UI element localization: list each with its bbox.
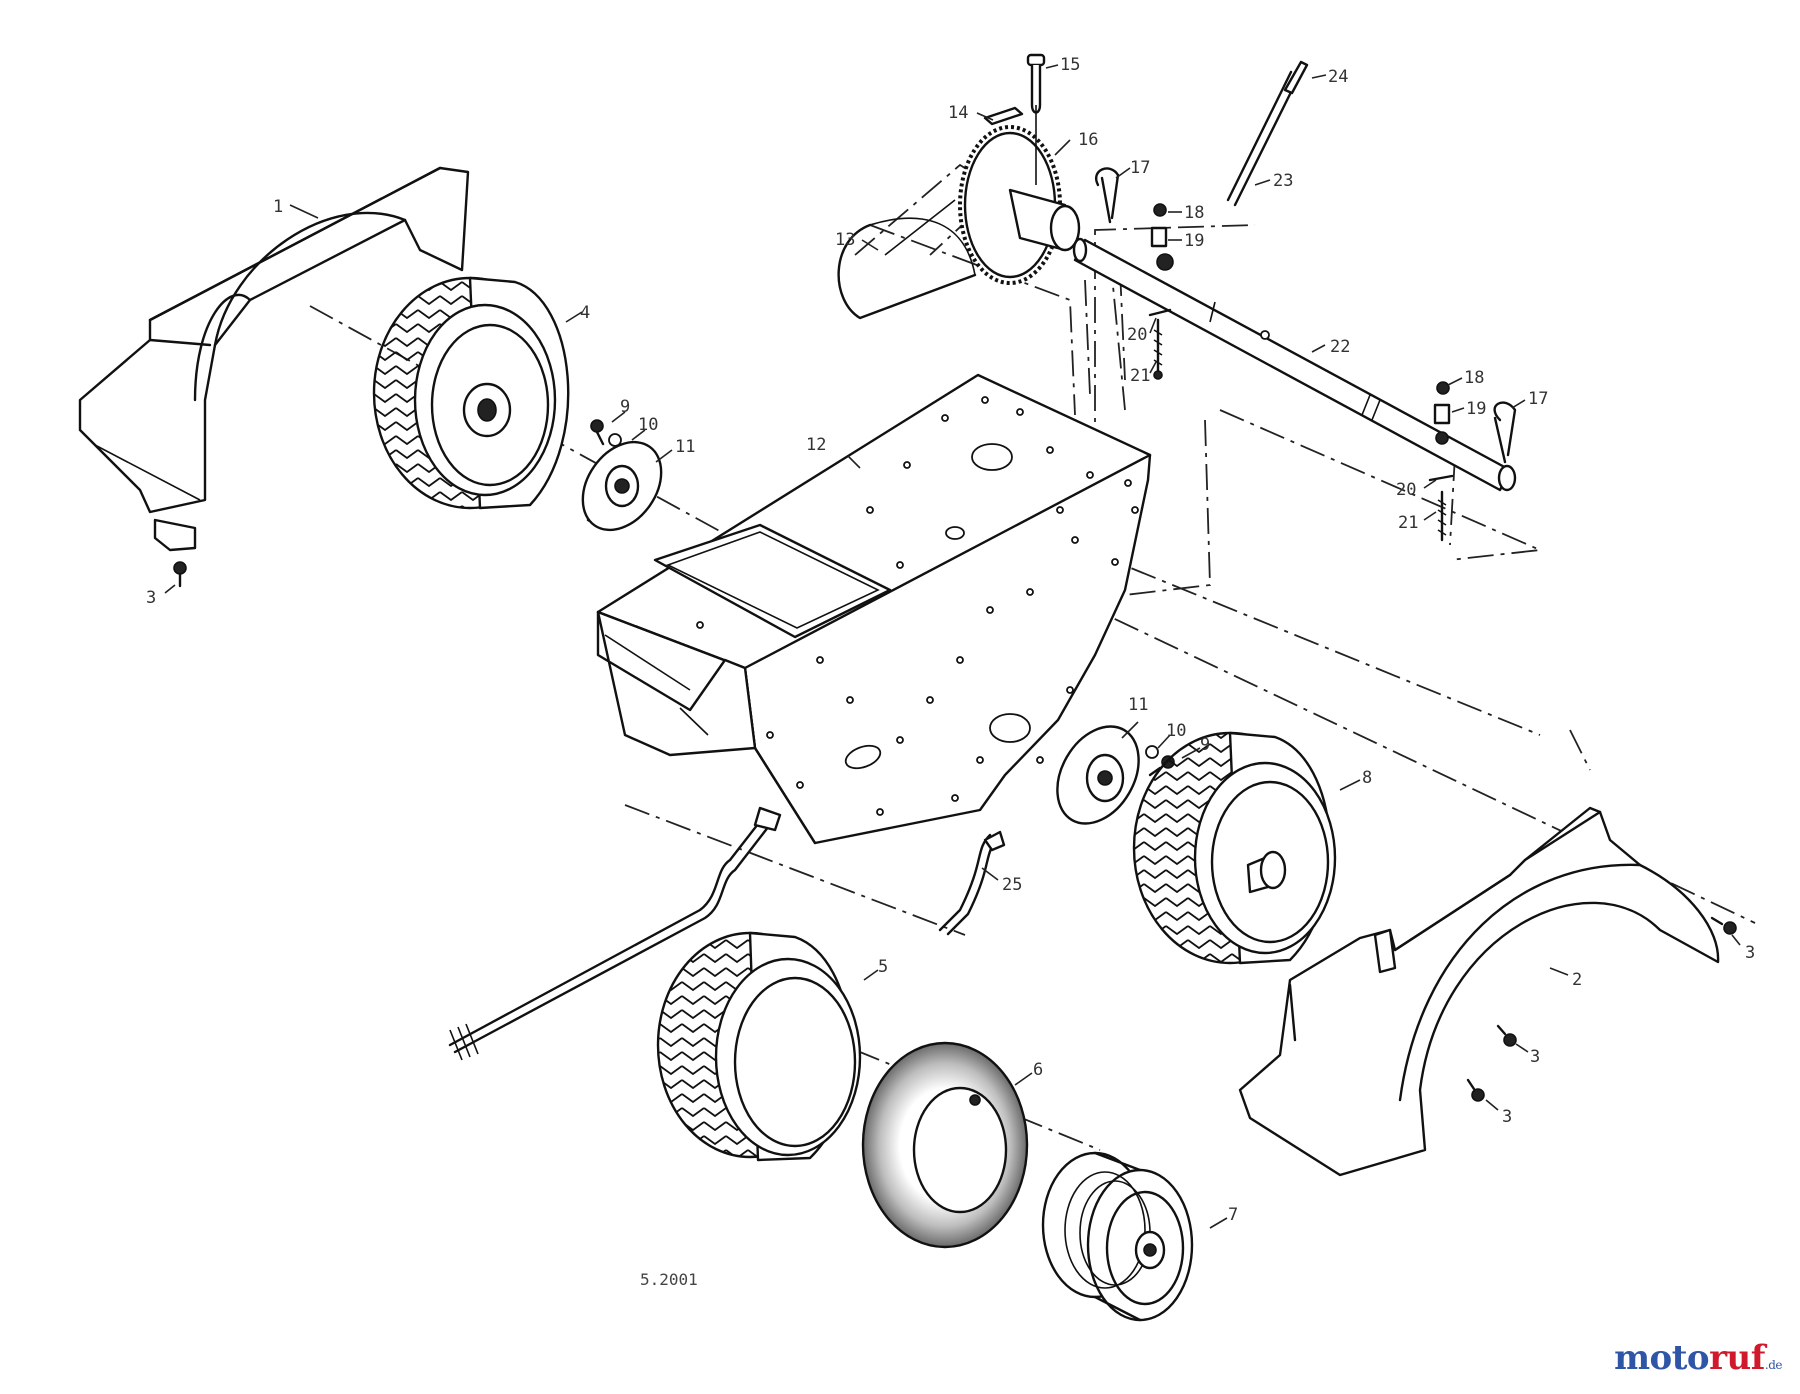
bolt-21-lower [1437, 490, 1447, 542]
label-23: 23 [1273, 171, 1293, 191]
label-20-lower: 20 [1396, 480, 1416, 500]
label-24: 24 [1328, 67, 1348, 87]
chain-guard-13 [837, 199, 977, 320]
label-10-right: 10 [1166, 721, 1186, 741]
washer-10-left [608, 433, 622, 447]
screw-3-right-low [1466, 1078, 1485, 1102]
watermark-brand-a: moto [1614, 1338, 1710, 1378]
watermark-tld: .de [1764, 1358, 1783, 1372]
part-number-labels: 1 2 3 3 3 3 4 5 6 7 8 9 9 10 10 11 11 12… [146, 55, 1755, 1289]
sprocket-16 [958, 125, 1081, 285]
motoruf-watermark: motoruf.de [1614, 1338, 1782, 1378]
tire-5 [656, 931, 862, 1162]
label-20-upper: 20 [1127, 325, 1147, 345]
label-9-left: 9 [620, 397, 630, 417]
axle-shaft-22 [1072, 237, 1512, 492]
chassis-frame [596, 373, 1152, 845]
date-code: 5.2001 [640, 1270, 698, 1289]
label-15: 15 [1060, 55, 1080, 75]
lynch-pin-17-upper [1095, 167, 1120, 224]
frame-bolt-holes [696, 396, 1139, 816]
wheel-right-assembled [1132, 731, 1337, 965]
rod-handle-24 [1283, 60, 1309, 95]
label-18-lower: 18 [1464, 368, 1484, 388]
label-1: 1 [273, 197, 283, 217]
label-25: 25 [1002, 875, 1022, 895]
watermark-brand-b: ruf [1709, 1338, 1765, 1378]
spacer-19-lower [1433, 403, 1451, 445]
screw-18-upper [1153, 203, 1167, 217]
washer-20-upper [1148, 308, 1172, 317]
label-6: 6 [1033, 1060, 1043, 1080]
label-3-right-low: 3 [1502, 1107, 1512, 1127]
rim-7 [1041, 1151, 1194, 1322]
label-3-right-top: 3 [1745, 943, 1755, 963]
label-17-lower: 17 [1528, 389, 1548, 409]
wheel-left-assembled [372, 276, 570, 510]
label-8: 8 [1362, 768, 1372, 788]
label-3-left: 3 [146, 588, 156, 608]
key-14 [983, 106, 1024, 126]
screw-3-right-mid [1496, 1024, 1517, 1047]
label-9-right: 9 [1200, 735, 1210, 755]
bearing-flange-11-right [1056, 725, 1140, 825]
control-rod-23 [1226, 70, 1300, 207]
inner-tube-6 [861, 1041, 1029, 1249]
label-22: 22 [1330, 337, 1350, 357]
label-4: 4 [580, 303, 590, 323]
leader-lines [164, 64, 1741, 1229]
fender-right [1238, 806, 1720, 1177]
lynch-pin-17-lower [1493, 401, 1517, 492]
axle-rod-25 [448, 806, 1006, 1061]
label-19-upper: 19 [1184, 231, 1204, 251]
label-7: 7 [1228, 1205, 1238, 1225]
label-17-upper: 17 [1130, 158, 1150, 178]
washer-10-right [1145, 745, 1159, 759]
label-21-lower: 21 [1398, 513, 1418, 533]
label-18-upper: 18 [1184, 203, 1204, 223]
bolt-9-left [590, 419, 605, 446]
label-13: 13 [835, 230, 855, 250]
label-14: 14 [948, 103, 968, 123]
label-19-lower: 19 [1466, 399, 1486, 419]
label-11-left: 11 [675, 437, 695, 457]
label-3-right-mid: 3 [1530, 1047, 1540, 1067]
screw-3-left [173, 561, 187, 588]
label-5: 5 [878, 957, 888, 977]
label-12: 12 [806, 435, 826, 455]
label-11-right: 11 [1128, 695, 1148, 715]
washer-20-lower [1428, 474, 1454, 482]
screw-3-right-top [1710, 916, 1737, 935]
label-10-left: 10 [638, 415, 658, 435]
bearing-flange-11-left [581, 440, 663, 532]
label-21-upper: 21 [1130, 366, 1150, 386]
label-2: 2 [1572, 970, 1582, 990]
fender-left [78, 166, 470, 552]
label-16: 16 [1078, 130, 1098, 150]
bolt-21-upper [1153, 318, 1163, 380]
screw-18-lower [1436, 381, 1450, 395]
spacer-19-upper [1150, 226, 1174, 271]
pin-15 [1026, 53, 1046, 185]
